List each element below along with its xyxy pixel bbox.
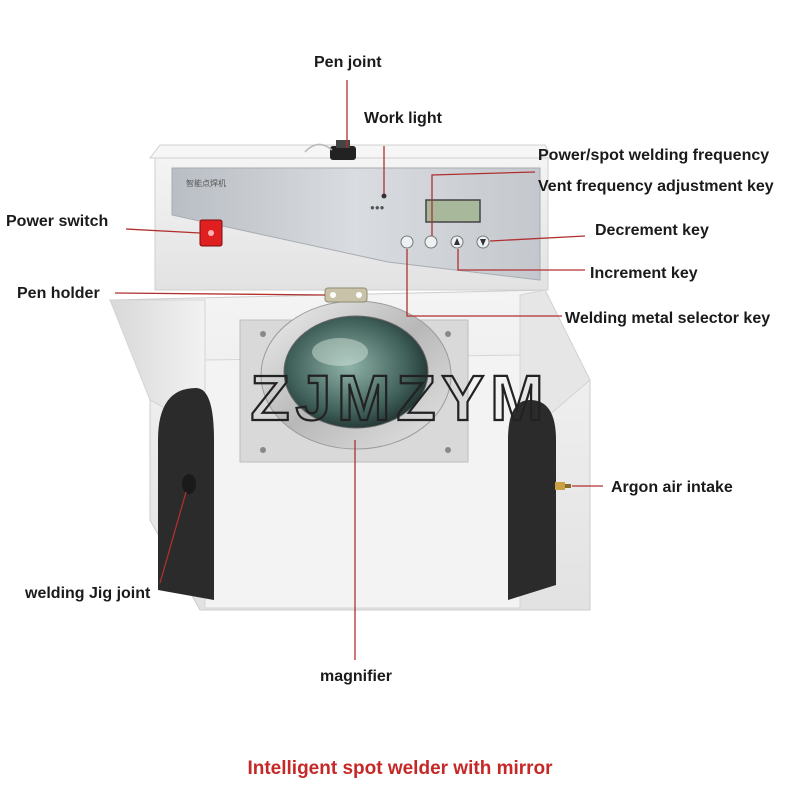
svg-text:●●●: ●●● xyxy=(370,203,385,212)
lcd-display xyxy=(425,199,481,223)
leader-lines xyxy=(114,80,603,660)
label-work-light: Work light xyxy=(364,110,442,127)
panel-keys xyxy=(400,235,490,249)
welding-jig-joint xyxy=(182,474,196,494)
label-decrement-key: Decrement key xyxy=(595,222,709,239)
leader-decrement xyxy=(489,235,586,242)
label-increment-key: Increment key xyxy=(590,265,698,282)
watermark: ZJMZYM xyxy=(250,362,549,434)
label-magnifier: magnifier xyxy=(320,668,393,685)
leader-increment xyxy=(457,249,585,271)
magnifier-lens xyxy=(260,300,452,450)
label-vent-frequency-key: Vent frequency adjustment key xyxy=(538,178,774,195)
leader-power-switch xyxy=(125,228,201,234)
metal-selector-key[interactable] xyxy=(400,235,414,249)
control-panel xyxy=(171,167,541,281)
pen-holder xyxy=(324,287,368,303)
panel-title: 智能点焊机 xyxy=(186,178,226,188)
label-welding-jig-joint: welding Jig joint xyxy=(25,585,151,602)
label-power-switch: Power switch xyxy=(6,213,109,230)
leader-pen-holder xyxy=(114,292,326,296)
label-welding-metal-selector: Welding metal selector key xyxy=(565,310,771,327)
work-light-indicator xyxy=(381,193,387,199)
argon-intake-fitting xyxy=(555,482,571,490)
pen-joint xyxy=(304,140,356,160)
vent-frequency-key[interactable] xyxy=(424,235,438,249)
right-arm-opening xyxy=(508,400,556,600)
leader-metal-selector xyxy=(406,249,562,317)
label-pen-holder: Pen holder xyxy=(17,285,100,302)
label-pen-joint: Pen joint xyxy=(314,54,382,71)
leader-power-spot-freq xyxy=(431,171,536,236)
caption: Intelligent spot welder with mirror xyxy=(247,758,553,779)
leader-welding-jig xyxy=(159,491,187,584)
label-argon-air-intake: Argon air intake xyxy=(611,479,733,496)
label-power-spot-freq: Power/spot welding frequency xyxy=(538,147,770,164)
